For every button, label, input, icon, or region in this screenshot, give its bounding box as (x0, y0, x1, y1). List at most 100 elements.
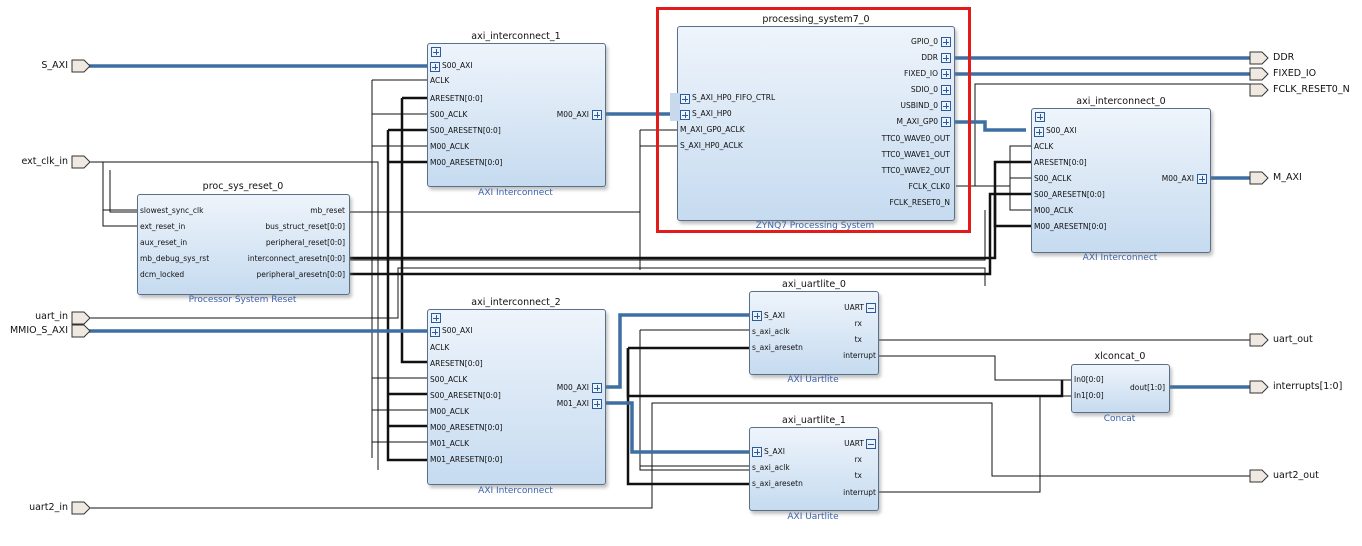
xlconcat-block[interactable]: In0[0:0] In1[0:0] dout[1:0] (1071, 364, 1170, 413)
port-uart-out[interactable]: uart_out (1273, 334, 1313, 345)
pin-fclk-reset0-n[interactable]: FCLK_RESET0_N (889, 198, 950, 207)
pin-usbind-0[interactable]: USBIND_0 (900, 101, 938, 110)
axi-uartlite-1-block[interactable]: S_AXI s_axi_aclk s_axi_aresetn UART rx t… (749, 427, 879, 511)
bus-expand-icon[interactable] (680, 110, 690, 120)
port-ddr[interactable]: DDR (1273, 52, 1295, 63)
pin-aclk[interactable]: ACLK (430, 76, 450, 85)
pin-m00-aresetn[interactable]: M00_ARESETN[0:0] (430, 158, 503, 167)
pin-aresetn[interactable]: ARESETN[0:0] (1034, 158, 1087, 167)
pin-s00-aresetn[interactable]: S00_ARESETN[0:0] (1034, 190, 1105, 199)
collapse-icon[interactable] (866, 439, 876, 449)
pin-peripheral-aresetn[interactable]: peripheral_aresetn[0:0] (256, 270, 345, 279)
bus-expand-icon[interactable] (752, 311, 762, 321)
pin-sdio-0[interactable]: SDIO_0 (910, 85, 938, 94)
bus-expand-icon[interactable] (941, 69, 951, 79)
bus-expand-icon[interactable] (430, 327, 440, 337)
bus-expand-icon[interactable] (941, 101, 951, 111)
pin-fixed-io[interactable]: FIXED_IO (903, 69, 938, 78)
pin-rx[interactable]: rx (854, 319, 862, 328)
pin-ttc0-wave1-out[interactable]: TTC0_WAVE1_OUT (881, 150, 950, 159)
pin-aresetn[interactable]: ARESETN[0:0] (430, 359, 483, 368)
port-ext-clk-in[interactable]: ext_clk_in (21, 156, 68, 167)
pin-s00-axi[interactable]: S00_AXI (1046, 126, 1077, 135)
pin-tx[interactable]: tx (854, 471, 862, 480)
bus-expand-icon[interactable] (941, 53, 951, 63)
pin-m00-aresetn[interactable]: M00_ARESETN[0:0] (1034, 222, 1107, 231)
pin-aclk[interactable]: ACLK (1034, 142, 1054, 151)
port-uart2-out[interactable]: uart2_out (1273, 470, 1319, 481)
collapse-icon[interactable] (866, 303, 876, 313)
proc-sys-reset-block[interactable]: slowest_sync_clk ext_reset_in aux_reset_… (137, 194, 350, 295)
pin-in1[interactable]: In1[0:0] (1074, 391, 1104, 400)
pin-s00-aresetn[interactable]: S00_ARESETN[0:0] (430, 391, 501, 400)
pin-ttc0-wave2-out[interactable]: TTC0_WAVE2_OUT (881, 166, 950, 175)
pin-aux-reset-in[interactable]: aux_reset_in (140, 238, 188, 247)
bus-expand-icon[interactable] (592, 110, 602, 120)
pin-interconnect-aresetn[interactable]: interconnect_aresetn[0:0] (247, 254, 345, 263)
pin-gpio-0[interactable]: GPIO_0 (911, 37, 938, 46)
pin-interrupt[interactable]: interrupt (843, 351, 876, 360)
bus-expand-icon[interactable] (1034, 127, 1044, 137)
pin-s-axi-hp0[interactable]: S_AXI_HP0 (692, 109, 732, 118)
pin-peripheral-reset[interactable]: peripheral_reset[0:0] (265, 238, 345, 247)
pin-s-axi[interactable]: S_AXI (764, 311, 785, 320)
pin-ttc0-wave0-out[interactable]: TTC0_WAVE0_OUT (881, 134, 950, 143)
pin-mb-debug-sys-rst[interactable]: mb_debug_sys_rst (140, 254, 210, 263)
pin-ddr[interactable]: DDR (921, 53, 938, 62)
axi-uartlite-0-block[interactable]: S_AXI s_axi_aclk s_axi_aresetn UART rx t… (749, 291, 879, 375)
processing-system7-block[interactable]: S_AXI_HP0_FIFO_CTRL S_AXI_HP0 M_AXI_GP0_… (670, 26, 955, 221)
pin-s00-aresetn[interactable]: S00_ARESETN[0:0] (430, 126, 501, 135)
pin-tx[interactable]: tx (854, 335, 862, 344)
pin-ext-reset-in[interactable]: ext_reset_in (140, 222, 186, 231)
pin-m00-aclk[interactable]: M00_ACLK (1034, 206, 1074, 215)
port-m-axi[interactable]: M_AXI (1273, 172, 1302, 183)
pin-bus-struct-reset[interactable]: bus_struct_reset[0:0] (265, 222, 345, 231)
pin-m01-aclk[interactable]: M01_ACLK (430, 439, 470, 448)
bus-expand-icon[interactable] (592, 383, 602, 393)
bus-expand-icon[interactable] (592, 399, 602, 409)
port-fclk-reset0-n[interactable]: FCLK_RESET0_N (1273, 84, 1350, 95)
expand-icon[interactable] (431, 47, 441, 57)
port-interrupts[interactable]: interrupts[1:0] (1273, 381, 1343, 392)
pin-dcm-locked[interactable]: dcm_locked (140, 270, 185, 279)
port-mmio-s-axi[interactable]: MMIO_S_AXI (9, 325, 68, 336)
port-s-axi[interactable]: S_AXI (41, 60, 68, 71)
bus-expand-icon[interactable] (941, 117, 951, 127)
axi-interconnect-1-block[interactable]: S00_AXI ACLK ARESETN[0:0] S00_ACLK S00_A… (427, 43, 606, 187)
bus-expand-icon[interactable] (941, 37, 951, 47)
pin-uart[interactable]: UART (844, 439, 864, 448)
pin-m01-axi[interactable]: M01_AXI (556, 399, 589, 408)
pin-m-axi-gp0[interactable]: M_AXI_GP0 (896, 117, 938, 126)
pin-m00-aclk[interactable]: M00_ACLK (430, 407, 470, 416)
pin-s00-aclk[interactable]: S00_ACLK (430, 110, 468, 119)
pin-s-axi-aclk[interactable]: s_axi_aclk (752, 327, 790, 336)
pin-s00-aclk[interactable]: S00_ACLK (1034, 174, 1072, 183)
pin-interrupt[interactable]: interrupt (843, 488, 876, 497)
pin-s00-axi[interactable]: S00_AXI (442, 61, 473, 70)
pin-s00-aclk[interactable]: S00_ACLK (430, 375, 468, 384)
pin-s-axi-hp0-aclk[interactable]: S_AXI_HP0_ACLK (680, 141, 743, 150)
port-uart2-in[interactable]: uart2_in (29, 502, 68, 513)
pin-s-axi-aresetn[interactable]: s_axi_aresetn (752, 479, 803, 488)
bus-expand-icon[interactable] (680, 94, 690, 104)
pin-m00-axi[interactable]: M00_AXI (556, 110, 589, 119)
expand-icon[interactable] (431, 313, 441, 323)
port-uart-in[interactable]: uart_in (35, 311, 68, 322)
pin-m01-aresetn[interactable]: M01_ARESETN[0:0] (430, 455, 503, 464)
pin-uart[interactable]: UART (844, 303, 864, 312)
bus-expand-icon[interactable] (941, 85, 951, 95)
pin-m00-axi[interactable]: M00_AXI (556, 383, 589, 392)
pin-in0[interactable]: In0[0:0] (1074, 375, 1104, 384)
pin-dout[interactable]: dout[1:0] (1130, 383, 1165, 392)
pin-m-axi-gp0-aclk[interactable]: M_AXI_GP0_ACLK (680, 125, 745, 134)
pin-aclk[interactable]: ACLK (430, 343, 450, 352)
pin-mb-reset[interactable]: mb_reset (310, 206, 345, 215)
port-fixed-io[interactable]: FIXED_IO (1273, 68, 1317, 79)
bus-expand-icon[interactable] (752, 447, 762, 457)
expand-icon[interactable] (1035, 112, 1045, 122)
pin-rx[interactable]: rx (854, 455, 862, 464)
axi-interconnect-2-block[interactable]: S00_AXI ACLK ARESETN[0:0] S00_ACLK S00_A… (427, 309, 606, 485)
pin-fclk-clk0[interactable]: FCLK_CLK0 (908, 182, 950, 191)
bus-expand-icon[interactable] (430, 62, 440, 72)
